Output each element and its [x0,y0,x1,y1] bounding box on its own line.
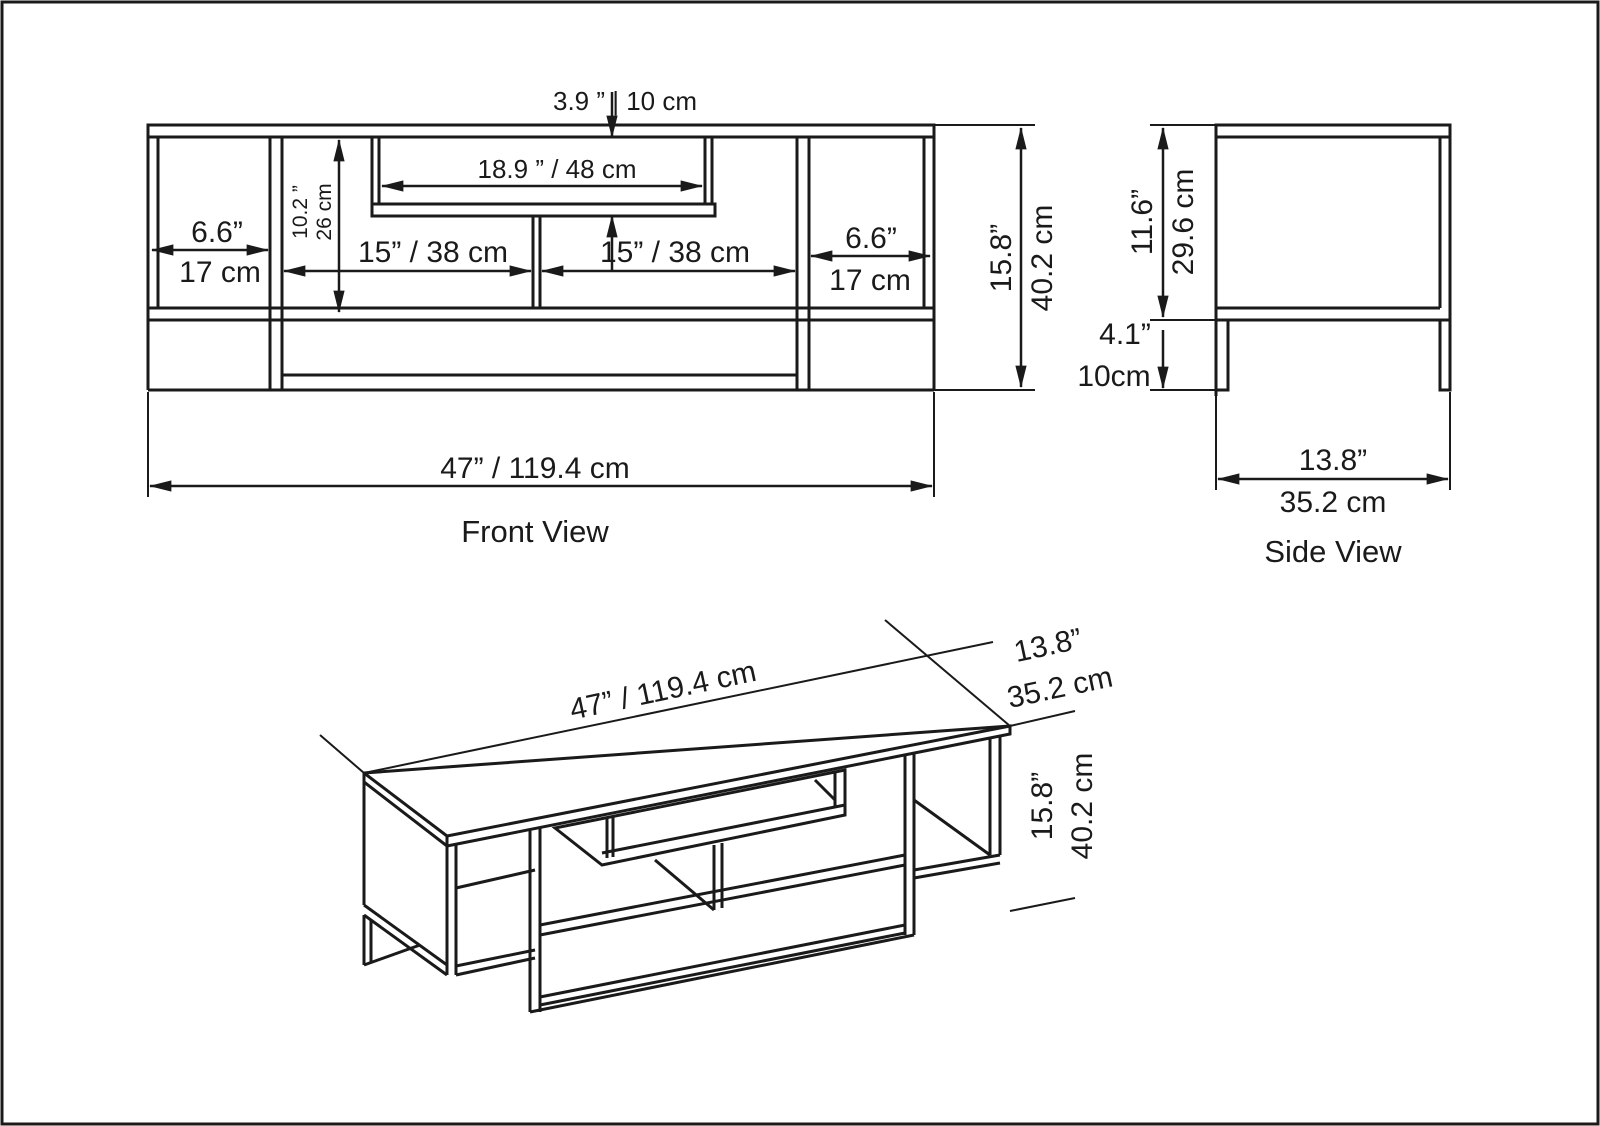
right-width-in-label: 6.6” [845,222,897,255]
perspective-height-in-label: 15.8” [1026,772,1059,840]
upper-height-in-label: 11.6” [1126,189,1159,255]
leg-height-in-label: 4.1” [1099,318,1151,351]
inner-height-cm-label: 26 cm [313,183,336,240]
total-height-in-label: 15.8” [985,224,1018,292]
upper-height-cm-label: 29.6 cm [1167,169,1200,276]
front-view-caption: Front View [461,514,609,549]
front-view: 3.9 ” | 10 cm 18.9 ” / 48 cm 10.2 ” 26 c… [146,86,1059,549]
side-view: 11.6” 29.6 cm 4.1” 10cm 13.8” 35.2 cm Si… [1077,123,1452,569]
mid-left-width-label: 15” / 38 cm [358,236,508,269]
shelf-width-label: 18.9 ” / 48 cm [478,154,637,184]
right-width-cm-label: 17 cm [829,264,911,297]
mid-right-width-label: 15” / 38 cm [600,236,750,269]
side-view-caption: Side View [1264,534,1402,569]
depth-cm-label: 35.2 cm [1280,486,1387,519]
left-width-cm-label: 17 cm [179,256,261,289]
left-width-in-label: 6.6” [191,216,243,249]
depth-in-label: 13.8” [1299,444,1367,477]
perspective-height-cm-label: 40.2 cm [1066,753,1099,860]
top-gap-label: 3.9 ” | 10 cm [553,86,697,116]
inner-height-in-label: 10.2 ” [289,185,312,239]
total-height-cm-label: 40.2 cm [1026,205,1059,312]
total-width-label: 47” / 119.4 cm [440,452,630,485]
leg-height-cm-label: 10cm [1077,360,1150,393]
